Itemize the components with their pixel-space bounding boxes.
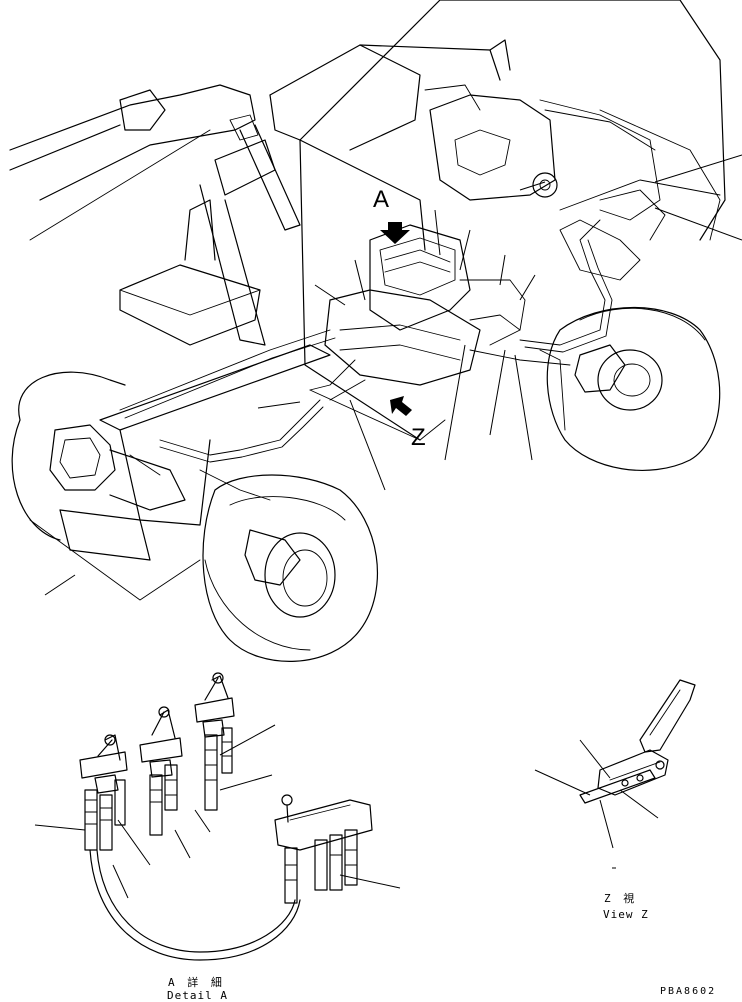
detail-a-view <box>34 672 401 961</box>
detail-a-title-en: Detail A <box>167 989 228 1002</box>
drawing-code: PBA8602 <box>660 986 717 997</box>
machine-view <box>9 0 726 662</box>
view-z-title-jp: Z 視 <box>604 892 638 905</box>
leader-lines-main <box>44 154 742 596</box>
arrow-a-label: A <box>373 186 390 213</box>
detail-a-title-jp: A 詳 細 <box>168 976 225 989</box>
arrow-z-icon <box>390 396 412 416</box>
view-z-title-en: View Z <box>603 908 649 921</box>
arrow-z-label: Z <box>411 424 426 451</box>
view-z <box>534 679 696 869</box>
arrow-a-icon <box>380 222 410 244</box>
